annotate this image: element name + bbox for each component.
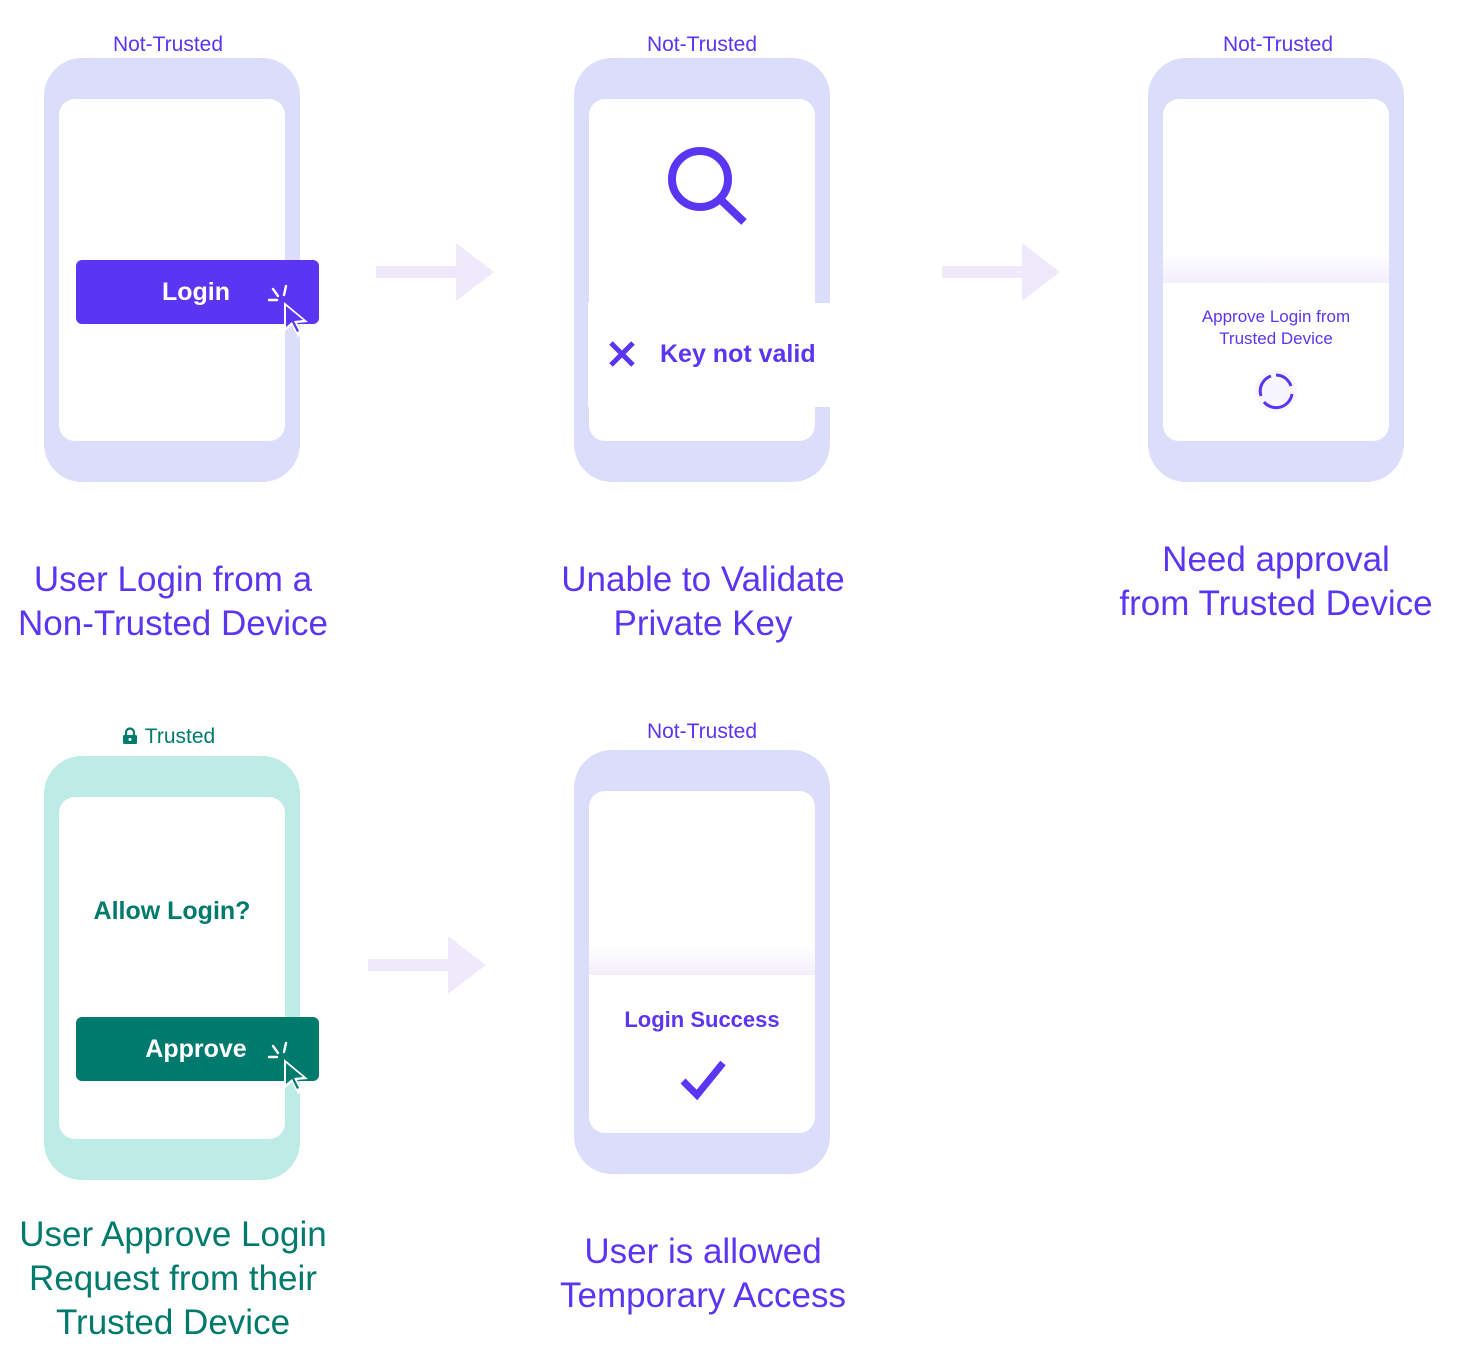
login-button-label: Login: [161, 278, 231, 306]
screen-divider: [589, 945, 815, 975]
caption-line: Non-Trusted Device: [18, 604, 328, 643]
caption-line: Temporary Access: [560, 1276, 846, 1315]
screen-divider: [1163, 253, 1389, 283]
checkmark-icon: [680, 1060, 726, 1101]
lock-icon: [122, 727, 137, 744]
caption-line: Unable to Validate: [561, 560, 845, 599]
step-caption: User Approve Login Request from their Tr…: [0, 1213, 346, 1345]
step-caption: User Login from a Non-Trusted Device: [0, 558, 346, 646]
device-trust-label: Not-Trusted: [646, 33, 758, 56]
approve-button[interactable]: Approve: [76, 1017, 319, 1081]
caption-line: Need approval: [1162, 540, 1390, 579]
search-icon: [668, 147, 747, 225]
device-trust-label: Not-Trusted: [646, 720, 758, 743]
approve-button-label: Approve: [145, 1035, 247, 1063]
error-message-card: [588, 303, 838, 407]
approval-status-text: Approve Login from Trusted Device: [1163, 306, 1389, 350]
phone-screen: Login Success: [589, 791, 815, 1133]
step-caption: Unable to Validate Private Key: [520, 558, 886, 646]
device-trust-text: Trusted: [144, 725, 216, 748]
caption-line: Request from their: [29, 1259, 317, 1298]
device-trust-label: Trusted: [38, 725, 298, 749]
caption-line: Private Key: [613, 604, 793, 643]
phone-frame: Allow Login?: [44, 756, 300, 1180]
caption-line: User Approve Login: [19, 1215, 327, 1254]
phone-screen: Approve Login from Trusted Device: [1163, 99, 1389, 441]
error-text: Key not valid: [660, 340, 816, 368]
phone-frame: [574, 58, 830, 482]
cursor-click-icon: [267, 284, 308, 337]
login-button[interactable]: Login: [76, 260, 319, 324]
caption-line: User Login from a: [33, 560, 313, 599]
caption-line: from Trusted Device: [1119, 584, 1433, 623]
login-success-text: Login Success: [624, 1007, 780, 1032]
caption-line: User is allowed: [584, 1232, 822, 1271]
flow-arrow-icon: [942, 243, 1060, 301]
flow-arrow-icon: [368, 936, 486, 994]
loading-spinner-icon: [1255, 370, 1297, 412]
device-trust-label: Not-Trusted: [1222, 33, 1334, 56]
step-caption: Need approval from Trusted Device: [1096, 538, 1456, 626]
flow-arrow-icon: [376, 243, 494, 301]
allow-login-prompt: Allow Login?: [93, 897, 251, 925]
status-line: Trusted Device: [1219, 329, 1333, 348]
device-trust-label: Not-Trusted: [112, 33, 224, 56]
status-line: Approve Login from: [1201, 307, 1351, 326]
x-mark-icon: [609, 341, 635, 367]
cursor-click-icon: [267, 1041, 308, 1094]
step-caption: User is allowed Temporary Access: [520, 1230, 886, 1318]
phone-screen: Allow Login?: [59, 797, 285, 1139]
phone-frame: Approve Login from Trusted Device: [1148, 58, 1404, 482]
caption-line: Trusted Device: [55, 1303, 291, 1342]
phone-frame: Login Success: [574, 750, 830, 1174]
